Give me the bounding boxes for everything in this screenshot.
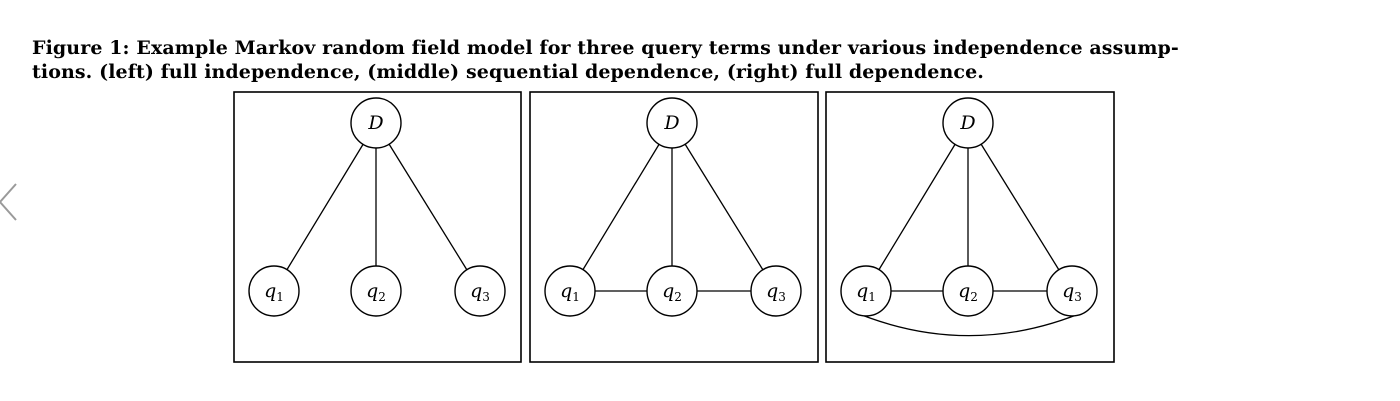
edge-D-q3 [980,143,1060,271]
node-d: D [942,97,994,149]
edge-D-q1 [582,144,660,270]
panel-frame [233,91,522,363]
node-label-q2: q2 [662,280,682,304]
node-q2: q2 [350,265,402,317]
node-label-d: D [959,112,975,134]
edge-q1-q3 [849,309,1089,337]
figure-caption: Figure 1: Example Markov random field mo… [32,36,1372,84]
node-q2: q2 [646,265,698,317]
panel-full-independence: Dq1 q2 q3 [233,91,522,363]
node-label-d: D [663,112,679,134]
node-q3: q3 [454,265,506,317]
node-label-q3: q3 [766,280,786,304]
edge-D-q3 [388,143,468,271]
edge-D-q1 [878,144,956,270]
node-label-q3: q3 [470,280,490,304]
node-q1: q1 [840,265,892,317]
chevron-left-icon[interactable] [0,180,20,224]
caption-line-1: Figure 1: Example Markov random field mo… [32,37,1179,59]
node-label-q1: q1 [856,280,876,304]
panel-full-dependence: Dq1 q2 q3 [825,91,1115,363]
node-q1: q1 [544,265,596,317]
node-d: D [646,97,698,149]
node-label-q1: q1 [264,280,284,304]
node-label-q3: q3 [1062,280,1082,304]
edge-D-q3 [684,143,764,271]
panel-frame [529,91,819,363]
node-label-q1: q1 [560,280,580,304]
node-label-q2: q2 [366,280,386,304]
node-q3: q3 [1046,265,1098,317]
edge-D-q1 [286,144,364,270]
node-d: D [350,97,402,149]
node-label-q2: q2 [958,280,978,304]
node-label-d: D [367,112,383,134]
panel-sequential-dependence: Dq1 q2 q3 [529,91,819,363]
panel-frame [825,91,1115,363]
caption-line-2: tions. (left) full independence, (middle… [32,61,984,83]
node-q3: q3 [750,265,802,317]
node-q2: q2 [942,265,994,317]
node-q1: q1 [248,265,300,317]
